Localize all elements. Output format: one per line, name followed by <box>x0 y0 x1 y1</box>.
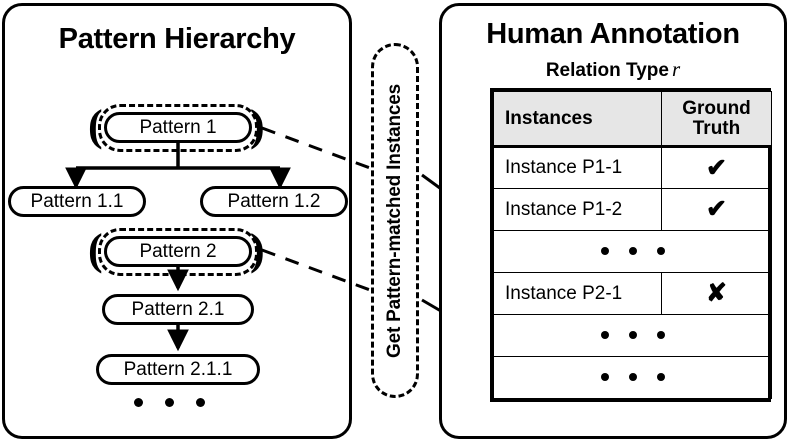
node-pattern-2-1[interactable]: Pattern 2.1 <box>102 294 254 325</box>
ellipsis-dot <box>134 398 143 407</box>
ellipsis-dot <box>165 398 174 407</box>
get-instances-dashed-box <box>371 43 419 398</box>
ellipsis-group <box>600 247 665 256</box>
ellipsis-dot <box>600 331 609 340</box>
cell-ground-truth: ✔ <box>661 146 772 189</box>
node-pattern-1-2[interactable]: Pattern 1.2 <box>200 186 348 217</box>
column-header-instances: Instances <box>493 91 662 148</box>
annotation-table-head: Instances Ground Truth <box>493 91 772 148</box>
pattern-2-right-paren: ) <box>250 225 265 274</box>
cell-instance: Instance P1-1 <box>493 146 662 189</box>
ellipsis-dot <box>600 247 609 256</box>
node-pattern-2[interactable]: Pattern 2 <box>104 236 252 267</box>
relation-type-label: Relation Type <box>545 60 669 81</box>
cell-ground-truth: ✔ <box>661 188 772 231</box>
pattern-1-right-paren: ) <box>250 101 265 150</box>
ellipsis-dot <box>656 331 665 340</box>
column-header-ground-truth-line2: Truth <box>692 117 741 139</box>
check-icon: ✔ <box>706 153 727 182</box>
node-pattern-2-1-label: Pattern 2.1 <box>131 298 225 320</box>
pattern-hierarchy-title: Pattern Hierarchy <box>58 23 296 55</box>
cross-icon: ✘ <box>706 279 727 307</box>
table-row[interactable]: Instance P1-2 ✔ <box>493 188 772 231</box>
pattern-1-left-paren: ( <box>88 101 103 150</box>
ellipsis-dot <box>628 373 637 382</box>
ellipsis-group <box>600 373 665 382</box>
ellipsis-dot <box>656 247 665 256</box>
ellipsis-dot <box>628 247 637 256</box>
cell-ellipsis <box>493 356 772 399</box>
get-instances-caption: Get Pattern-matched Instances <box>371 43 419 398</box>
hierarchy-ellipsis <box>134 398 205 407</box>
column-header-ground-truth-line1: Ground <box>682 97 751 119</box>
cell-ellipsis <box>493 314 772 357</box>
table-row-ellipsis <box>493 230 772 273</box>
ellipsis-dot <box>196 398 205 407</box>
cell-instance: Instance P1-2 <box>493 188 662 231</box>
node-pattern-1-1-label: Pattern 1.1 <box>30 190 124 212</box>
table-row[interactable]: Instance P1-1 ✔ <box>493 146 772 189</box>
human-annotation-title: Human Annotation <box>486 18 740 50</box>
table-row[interactable]: Instance P2-1 ✘ <box>493 272 772 315</box>
relation-type-variable: r <box>671 57 681 81</box>
get-instances-caption-label: Get Pattern-matched Instances <box>384 83 406 358</box>
node-pattern-1-2-label: Pattern 1.2 <box>227 190 321 212</box>
node-pattern-1[interactable]: Pattern 1 <box>104 112 252 143</box>
ellipsis-group <box>600 331 665 340</box>
cell-instance: Instance P2-1 <box>493 272 662 315</box>
annotation-table-wrapper: Instances Ground Truth Instance P1-1 ✔ I… <box>490 88 772 402</box>
pattern-2-left-paren: ( <box>88 225 103 274</box>
ellipsis-dot <box>628 331 637 340</box>
table-header-row: Instances Ground Truth <box>493 91 772 148</box>
ellipsis-dot <box>600 373 609 382</box>
node-pattern-2-1-1[interactable]: Pattern 2.1.1 <box>96 354 260 385</box>
node-pattern-2-label: Pattern 2 <box>139 240 217 262</box>
cell-ellipsis <box>493 230 772 273</box>
node-pattern-1-1[interactable]: Pattern 1.1 <box>8 186 146 217</box>
table-row-ellipsis <box>493 314 772 357</box>
cell-ground-truth: ✘ <box>661 272 772 315</box>
check-icon: ✔ <box>706 195 727 223</box>
node-pattern-1-label: Pattern 1 <box>139 116 217 138</box>
column-header-ground-truth: Ground Truth <box>661 91 772 148</box>
annotation-table: Instances Ground Truth Instance P1-1 ✔ I… <box>493 91 772 399</box>
table-row-ellipsis <box>493 356 772 399</box>
node-pattern-2-1-1-label: Pattern 2.1.1 <box>123 358 233 380</box>
ellipsis-dot <box>656 373 665 382</box>
annotation-table-body: Instance P1-1 ✔ Instance P1-2 ✔ <box>493 146 772 399</box>
